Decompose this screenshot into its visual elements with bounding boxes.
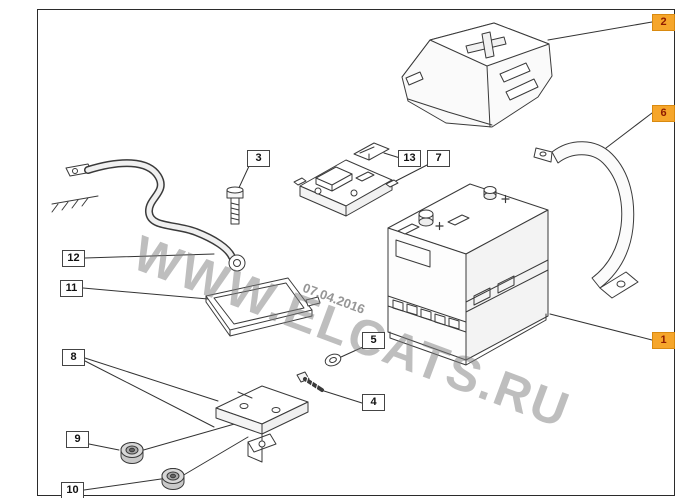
callout-leader-lines: [82, 21, 653, 491]
bracket-drawing: [215, 385, 309, 463]
callout-12[interactable]: 12: [62, 250, 85, 267]
clip-13-drawing: [353, 142, 390, 161]
callout-13[interactable]: 13: [398, 150, 421, 167]
callout-3[interactable]: 3: [247, 150, 270, 167]
battery-drawing: [387, 183, 549, 366]
callout-10[interactable]: 10: [61, 482, 84, 498]
holddown-strap-drawing: [533, 141, 639, 299]
callout-4[interactable]: 4: [362, 394, 385, 411]
callout-8[interactable]: 8: [62, 349, 85, 366]
washer-drawing: [324, 353, 342, 367]
callout-2[interactable]: 2: [652, 14, 675, 31]
callout-11[interactable]: 11: [60, 280, 83, 297]
flange-nut-9-drawing: [120, 442, 144, 464]
ground-cable-drawing: [51, 159, 246, 272]
callout-7[interactable]: 7: [427, 150, 450, 167]
callout-6[interactable]: 6: [652, 105, 675, 122]
ground-symbol: [51, 195, 99, 213]
fusebox-drawing: [293, 159, 399, 217]
battery-cover-drawing: [401, 22, 553, 128]
flange-nut-10-drawing: [161, 468, 185, 490]
callout-1[interactable]: 1: [652, 332, 675, 349]
cover-plate-drawing: [205, 277, 321, 337]
callout-9[interactable]: 9: [66, 431, 89, 448]
screw-drawing: [296, 371, 324, 392]
callout-5[interactable]: 5: [362, 332, 385, 349]
bolt-drawing: [226, 186, 244, 225]
diagram-frame: [37, 9, 675, 496]
